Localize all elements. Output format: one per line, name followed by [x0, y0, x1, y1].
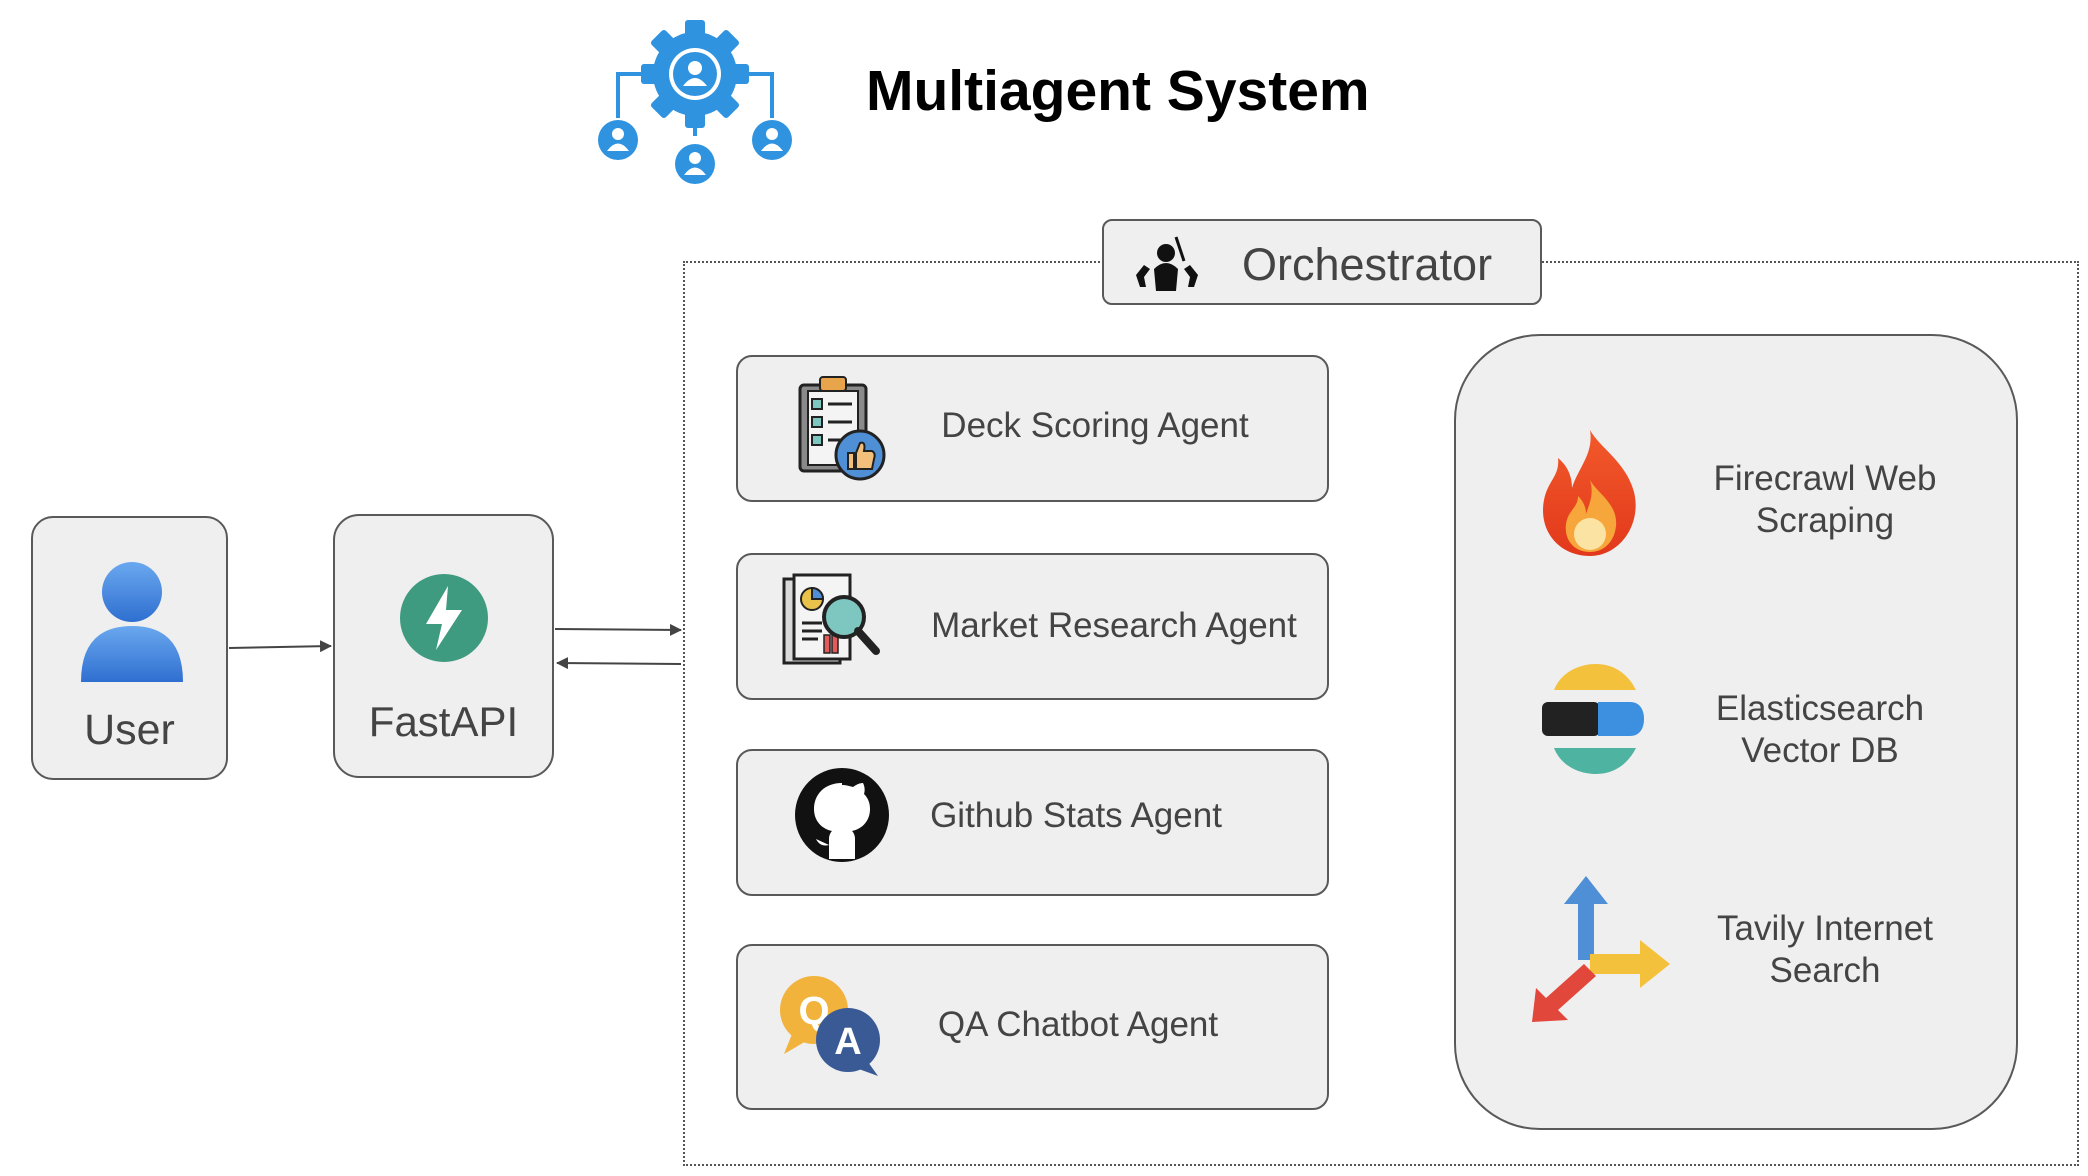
- agent-box-qa-chatbot: Q A QA Chatbot Agent: [736, 944, 1329, 1110]
- orchestrator-icon: [1132, 231, 1202, 297]
- user-to-fastapi-arrow: [228, 640, 332, 653]
- fastapi-box: FastAPI: [333, 514, 554, 778]
- orchestrator-label: Orchestrator: [1242, 239, 1493, 290]
- agent-label-market-research: Market Research Agent: [931, 606, 1297, 645]
- fire-icon: [1538, 428, 1642, 560]
- fastapi-label: FastAPI: [368, 698, 519, 745]
- user-box: User: [31, 516, 228, 780]
- tool-label-tavily-line2: Search: [1769, 951, 1881, 990]
- tavily-arrows-icon: [1528, 874, 1676, 1024]
- multiagent-network-icon: [590, 18, 800, 188]
- tool-label-elasticsearch-line2: Vector DB: [1741, 731, 1899, 770]
- tool-label-elasticsearch: Elasticsearch Vector DB: [1640, 688, 2000, 772]
- svg-text:A: A: [834, 1021, 861, 1063]
- qa-chat-icon: Q A: [778, 974, 888, 1078]
- github-icon: [794, 767, 890, 863]
- elasticsearch-icon: [1542, 664, 1644, 774]
- user-label: User: [84, 706, 175, 754]
- orchestrator-box: Orchestrator: [1102, 219, 1542, 305]
- tool-label-elasticsearch-line1: Elasticsearch: [1715, 689, 1925, 728]
- market-research-icon: [782, 573, 882, 673]
- tool-label-tavily-line1: Tavily Internet: [1717, 909, 1933, 948]
- clipboard-checklist-icon: [796, 375, 888, 483]
- orchestrator-to-fastapi-arrow: [556, 657, 682, 670]
- agent-box-deck-scoring: Deck Scoring Agent: [736, 355, 1329, 502]
- tool-label-firecrawl: Firecrawl Web Scraping: [1645, 458, 2005, 542]
- tool-label-firecrawl-line1: Firecrawl Web: [1713, 459, 1937, 498]
- agent-label-github-stats: Github Stats Agent: [930, 796, 1222, 835]
- agent-box-market-research: Market Research Agent: [736, 553, 1329, 700]
- fastapi-to-orchestrator-arrow: [554, 623, 682, 636]
- agent-label-qa-chatbot: QA Chatbot Agent: [937, 1005, 1219, 1044]
- page-title: Multiagent System: [866, 59, 1370, 123]
- user-avatar-icon: [79, 560, 185, 684]
- tools-panel: Firecrawl Web Scraping Elasticsearch Vec…: [1454, 334, 2018, 1130]
- fastapi-bolt-icon: [400, 574, 488, 662]
- tool-label-tavily: Tavily Internet Search: [1645, 908, 2005, 992]
- agent-box-github-stats: Github Stats Agent: [736, 749, 1329, 896]
- tool-label-firecrawl-line2: Scraping: [1755, 501, 1895, 540]
- agent-label-deck-scoring: Deck Scoring Agent: [941, 406, 1249, 445]
